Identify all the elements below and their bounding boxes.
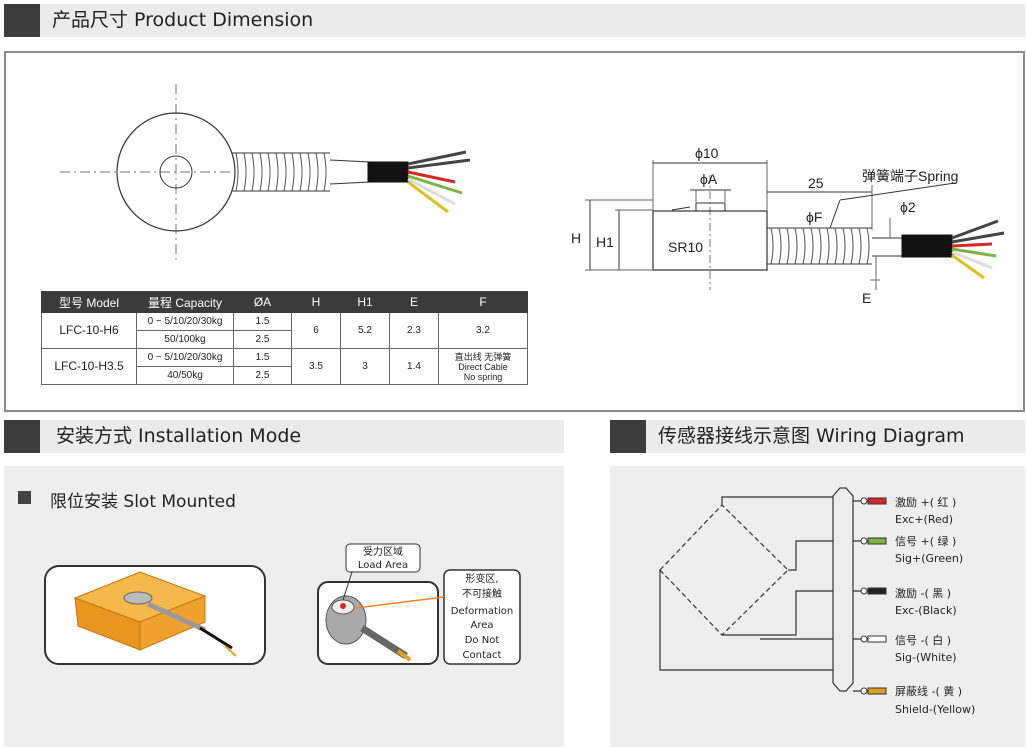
dim-spring: 弹簧端子Spring (862, 168, 958, 184)
side-view-drawing (585, 160, 1005, 290)
cell-h: 3.5 (291, 348, 341, 385)
top-view-drawing (60, 84, 471, 262)
dim-dA: ϕA (700, 171, 718, 187)
spec-table: 型号 Model 量程 Capacity ØA H H1 E F LFC-10-… (41, 291, 528, 385)
cell-capacity: 0 ~ 5/10/20/30kg (136, 348, 234, 367)
dimension-labels: ϕ10 ϕA 25 弹簧端子Spring ϕF ϕ2 H H1 SR10 E (571, 145, 958, 306)
slot-mounted-label: 限位安装 Slot Mounted (50, 492, 236, 512)
dim-H: H (571, 230, 581, 246)
dim-d2: ϕ2 (900, 199, 916, 215)
cell-f: 3.2 (438, 312, 528, 349)
th-h1: H1 (340, 291, 390, 313)
header-marker (4, 4, 40, 37)
th-f: F (438, 291, 528, 313)
cell-model: LFC-10-H3.5 (41, 348, 137, 385)
dim-H1: H1 (596, 234, 614, 250)
cell-capacity: 40/50kg (136, 366, 234, 385)
header-marker (610, 420, 646, 453)
table-header-row: 型号 Model 量程 Capacity ØA H H1 E F (41, 291, 528, 313)
cell-e: 1.4 (389, 348, 439, 385)
cell-f: 直出线 无弹簧 Direct Cable No spring (438, 348, 528, 385)
dim-E: E (862, 290, 871, 306)
table-row: 50/100kg 2.5 (42, 330, 528, 349)
cell-capacity: 50/100kg (136, 330, 234, 349)
bullet-square (18, 491, 31, 504)
table-row: 40/50kg 2.5 (42, 366, 528, 385)
cell-h: 6 (291, 312, 341, 349)
wiring-panel (610, 466, 1025, 747)
dim-dF: ϕF (806, 209, 822, 225)
header-title: 安装方式 Installation Mode (56, 425, 302, 447)
th-a: ØA (233, 291, 292, 313)
cell-h1: 5.2 (340, 312, 390, 349)
dim-d10: ϕ10 (695, 145, 719, 161)
cell-f-line3: No spring (463, 371, 503, 382)
header-title: 产品尺寸 Product Dimension (52, 9, 314, 31)
header-marker (4, 420, 40, 453)
cell-h1: 3 (340, 348, 390, 385)
cell-model: LFC-10-H6 (41, 312, 137, 349)
cell-a: 2.5 (233, 330, 292, 349)
th-model: 型号 Model (41, 291, 137, 313)
cell-e: 2.3 (389, 312, 439, 349)
product-dimension-header: 产品尺寸 Product Dimension (4, 4, 1025, 37)
table-row: LFC-10-H3.5 0 ~ 5/10/20/30kg 1.5 3.5 3 1… (41, 348, 528, 385)
table-row: LFC-10-H6 0 ~ 5/10/20/30kg 1.5 6 5.2 2.3… (41, 312, 528, 349)
wiring-diagram-header: 传感器接线示意图 Wiring Diagram (610, 420, 1025, 453)
cell-a: 1.5 (233, 348, 292, 367)
cell-a: 2.5 (233, 366, 292, 385)
cell-a: 1.5 (233, 312, 292, 331)
dim-SR10: SR10 (668, 239, 703, 255)
dim-25: 25 (808, 175, 824, 191)
header-title: 传感器接线示意图 Wiring Diagram (658, 425, 965, 447)
cell-capacity: 0 ~ 5/10/20/30kg (136, 312, 234, 331)
installation-mode-header: 安装方式 Installation Mode (4, 420, 564, 453)
cell-f-line1: 直出线 无弹簧 (454, 351, 512, 362)
th-capacity: 量程 Capacity (136, 291, 234, 313)
cell-f-line2: Direct Cable (458, 361, 508, 372)
th-h: H (291, 291, 341, 313)
th-e: E (389, 291, 439, 313)
